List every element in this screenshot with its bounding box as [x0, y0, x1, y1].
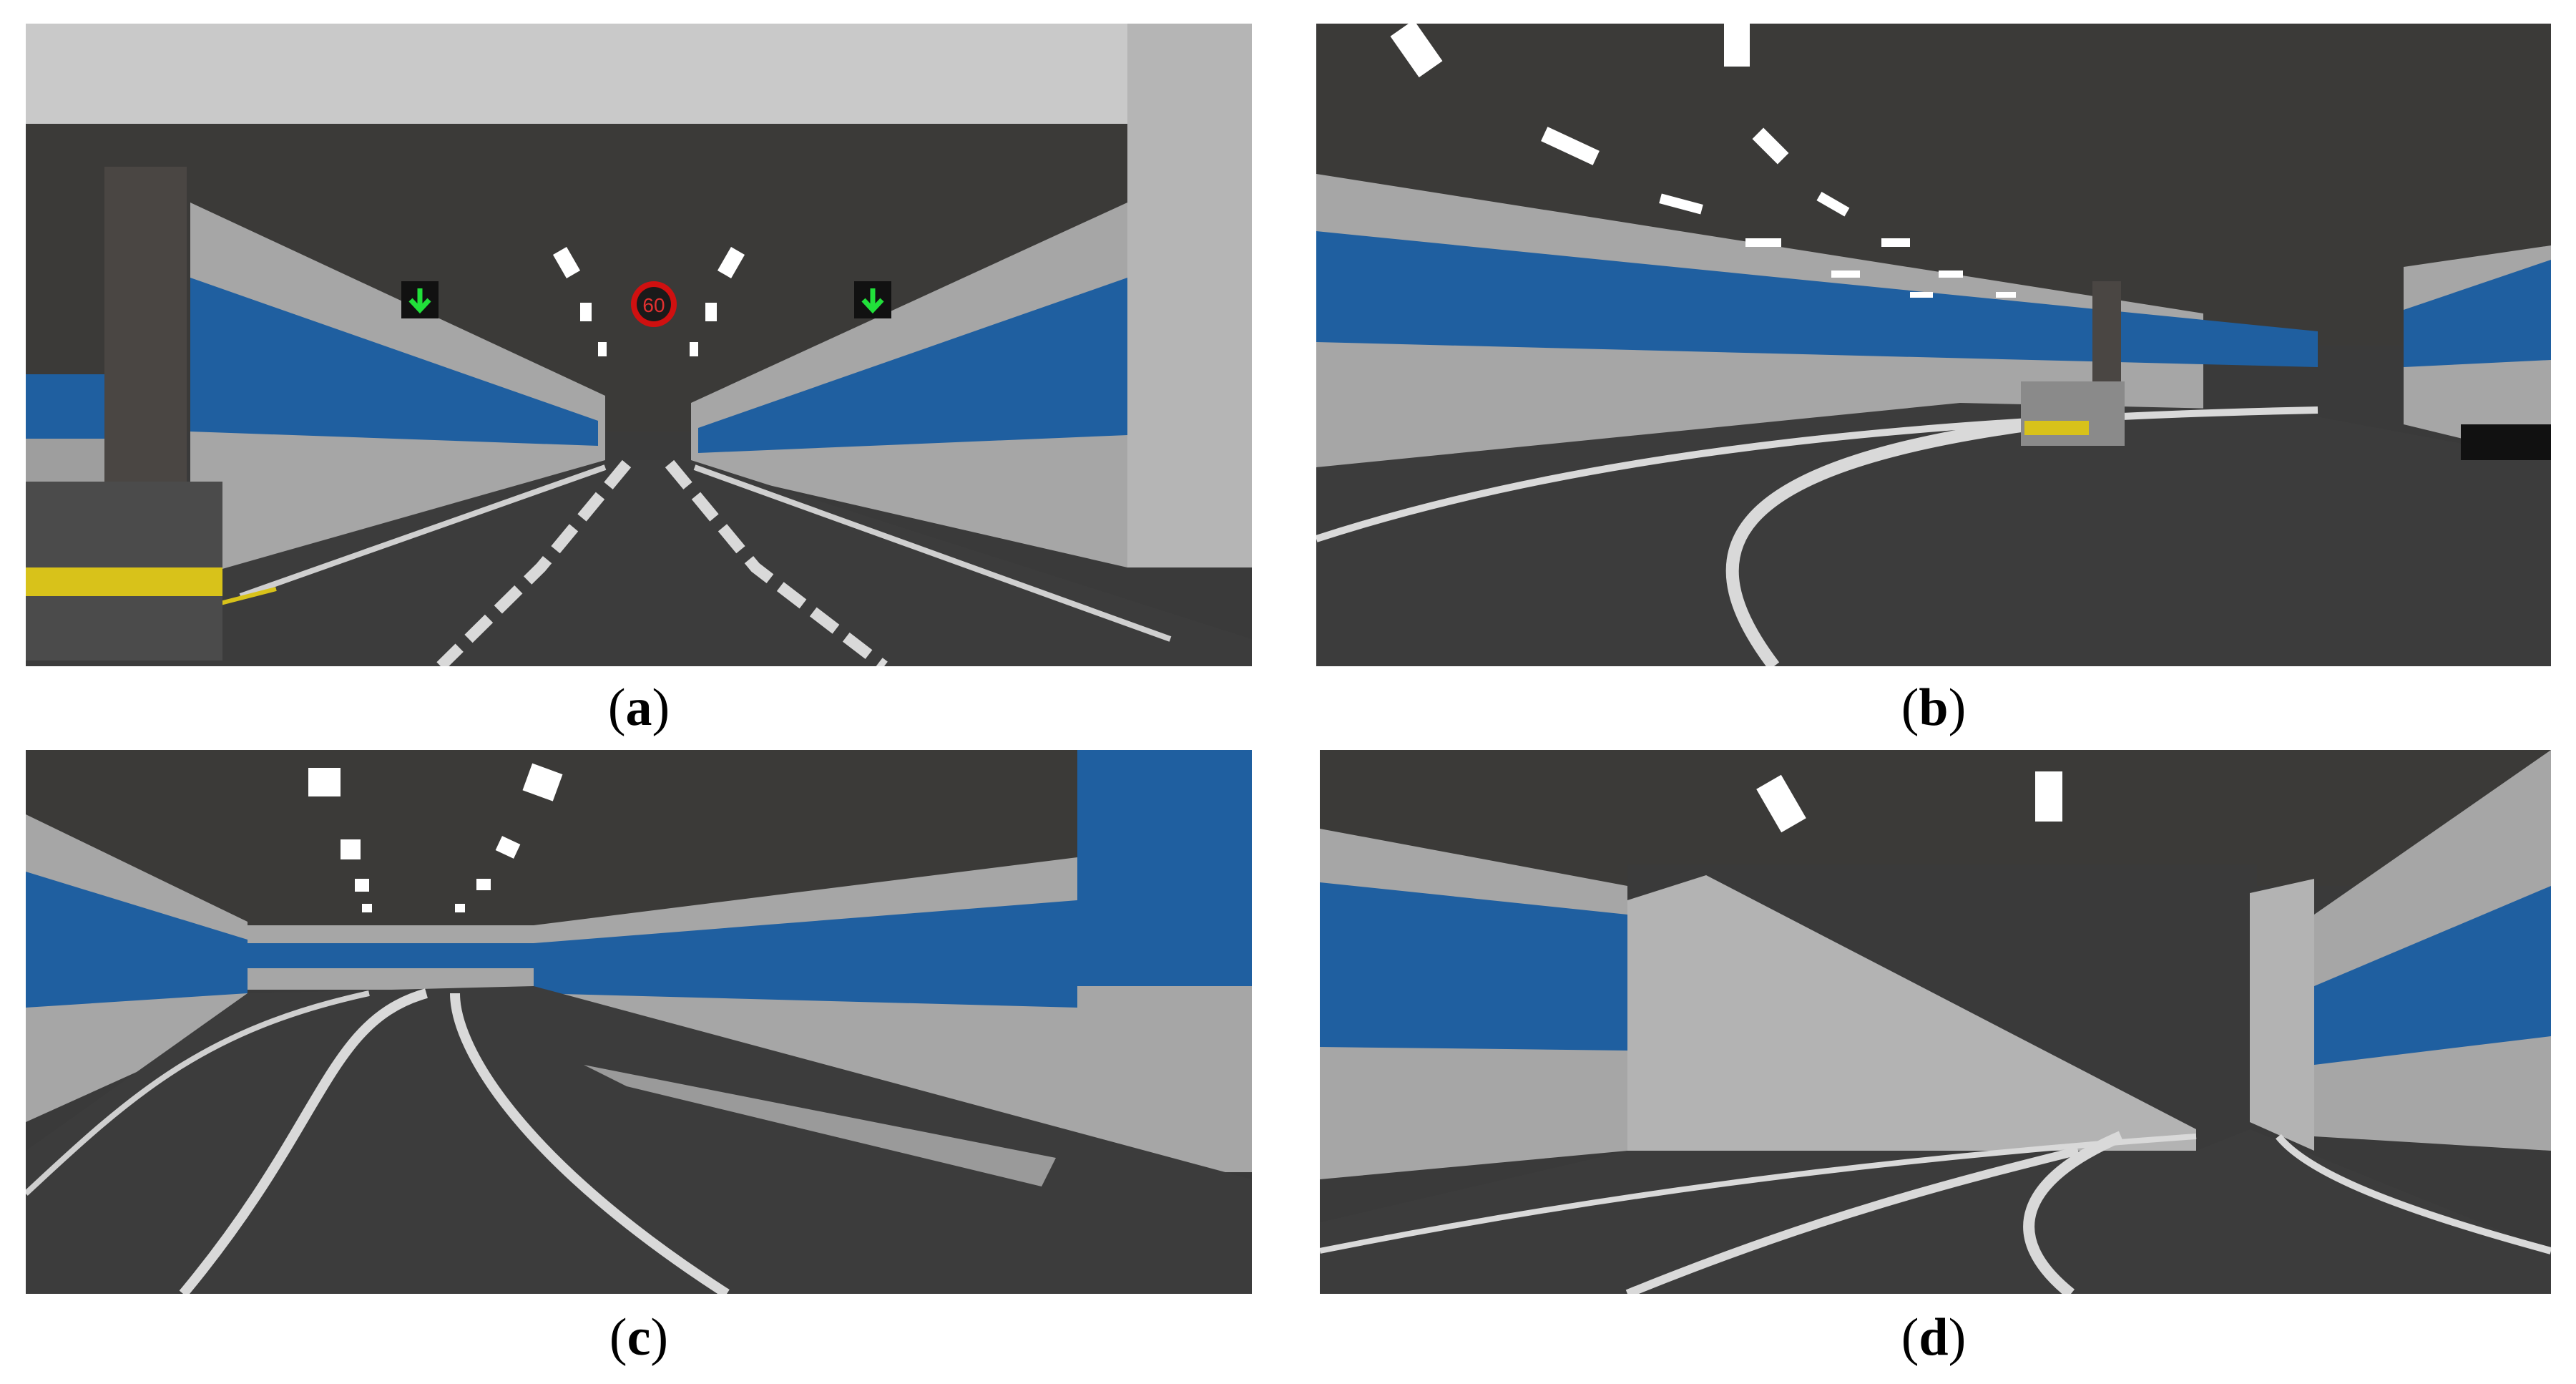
- right-pillar-blue-band: [1077, 750, 1252, 986]
- tunnel-scene-c: [26, 750, 1252, 1294]
- down-arrow-sign-left: [401, 281, 439, 318]
- right-edge-line: [2276, 1134, 2551, 1254]
- caption-paren-close: ): [652, 678, 670, 737]
- down-arrow-sign-right: [854, 281, 891, 318]
- caption-letter: d: [1919, 1308, 1949, 1367]
- speed-sign-text: 60: [642, 294, 665, 316]
- caption-c: (c): [532, 1311, 746, 1364]
- tunnel-scene-d: [1320, 750, 2551, 1294]
- left-edge-line: [1320, 1134, 2197, 1254]
- lane-line-left: [1316, 406, 2318, 542]
- left-wall-blue-band: [1316, 231, 2318, 367]
- ceiling-light: [1541, 127, 1600, 165]
- ceiling-light: [1724, 24, 1750, 67]
- caption-paren-open: (: [609, 1308, 627, 1367]
- ceiling-light: [580, 303, 592, 321]
- hazard-stripe: [26, 567, 222, 596]
- right-wall-blue-band: [2404, 260, 2551, 367]
- lane-line-right: [450, 993, 730, 1294]
- ceiling-light: [552, 247, 581, 278]
- ceiling-beam: [26, 24, 1252, 124]
- speed-limit-sign: 60: [631, 281, 677, 327]
- road-edge-shadow: [2461, 424, 2551, 460]
- ceiling-light: [1996, 292, 2016, 298]
- central-divider: [1627, 875, 2196, 1151]
- right-wall-blue-band: [534, 900, 1077, 1008]
- caption-paren-close: ): [1948, 678, 1967, 737]
- caption-d: (d): [1826, 1311, 2041, 1364]
- left-edge-line: [239, 464, 607, 599]
- right-pillar: [1127, 24, 1252, 567]
- ceiling-light: [1910, 292, 1933, 298]
- ceiling-light: [362, 904, 372, 912]
- lane-line-left: [1625, 1146, 2080, 1294]
- road: [26, 460, 1252, 666]
- ceiling-light: [522, 763, 563, 801]
- ceiling-light: [1756, 774, 1806, 833]
- tunnel-render-d: [1320, 750, 2551, 1294]
- right-wall-blue-band: [2314, 886, 2551, 1065]
- ceiling-light: [1659, 193, 1703, 215]
- caption-letter: a: [625, 678, 652, 737]
- ceiling-light: [308, 768, 341, 796]
- ceiling-light: [1831, 271, 1860, 278]
- caption-paren-close: ): [650, 1308, 669, 1367]
- tunnel-render-c: [26, 750, 1252, 1294]
- left-wall-blue-band: [1320, 882, 1627, 1051]
- left-edge-line: [26, 990, 370, 1196]
- ceiling: [1320, 750, 2551, 886]
- caption-letter: b: [1919, 678, 1949, 737]
- ceiling-light: [690, 342, 698, 356]
- ceiling-light: [455, 904, 465, 912]
- right-pillar: [2250, 879, 2314, 1151]
- lane-line-left: [179, 988, 428, 1294]
- tunnel-scene-b: [1316, 24, 2551, 666]
- road: [1320, 1129, 2551, 1294]
- ceiling-light: [705, 303, 717, 321]
- caption-b: (b): [1826, 681, 2041, 734]
- ceiling-light: [495, 836, 521, 859]
- lane-line-curve: [2023, 1131, 2124, 1294]
- ceiling-light: [341, 839, 361, 859]
- tunnel-render-a: 60: [26, 24, 1252, 666]
- lane-line-right: [665, 459, 888, 666]
- chevron-hatch-area: [584, 1065, 1056, 1186]
- caption-paren-close: ): [1948, 1308, 1967, 1367]
- right-edge-line: [693, 464, 1172, 642]
- caption-letter: c: [627, 1308, 651, 1367]
- far-wall-blue-band: [248, 943, 562, 968]
- left-pillar: [104, 167, 187, 525]
- tunnel-scene-a: 60: [26, 24, 1252, 666]
- far-left-blue-band: [26, 374, 104, 439]
- ceiling-light: [598, 342, 607, 356]
- ceiling-light: [1816, 191, 1850, 217]
- hazard-stripe: [2024, 421, 2089, 435]
- right-wall-blue-band: [698, 278, 1127, 453]
- ceiling-light: [1881, 238, 1910, 247]
- tunnel-render-b: [1316, 24, 2551, 666]
- caption-a: (a): [532, 681, 746, 734]
- ceiling-light: [1390, 24, 1443, 78]
- left-wall-blue-band: [26, 872, 248, 1008]
- ceiling-light: [1939, 271, 1963, 278]
- ceiling-light: [1745, 238, 1781, 247]
- caption-paren-open: (: [1901, 1308, 1919, 1367]
- caption-paren-open: (: [1901, 678, 1919, 737]
- ceiling-light: [717, 247, 745, 278]
- ceiling-light: [1752, 127, 1789, 165]
- ceiling-light: [355, 879, 369, 892]
- ceiling-light: [2035, 771, 2062, 822]
- caption-paren-open: (: [607, 678, 626, 737]
- ceiling-light: [476, 879, 491, 890]
- left-wall-blue-band: [190, 278, 598, 446]
- lane-line-curve: [1725, 418, 2033, 666]
- barrier-block: [2021, 381, 2125, 446]
- lane-line-left: [436, 459, 632, 666]
